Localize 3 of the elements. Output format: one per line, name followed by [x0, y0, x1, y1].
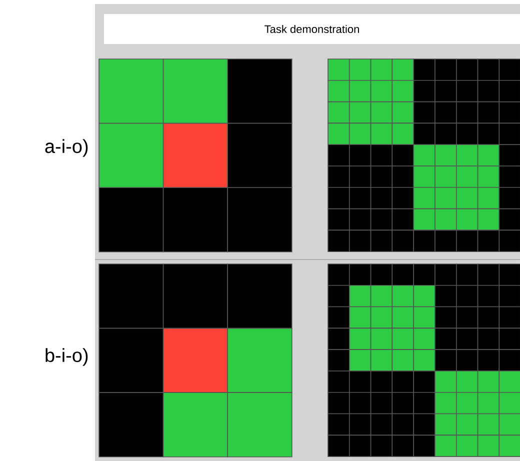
- row-label: a-i-o): [45, 139, 88, 157]
- row-label: b-i-o): [46, 348, 88, 366]
- title-bar: Task demonstration: [104, 14, 520, 44]
